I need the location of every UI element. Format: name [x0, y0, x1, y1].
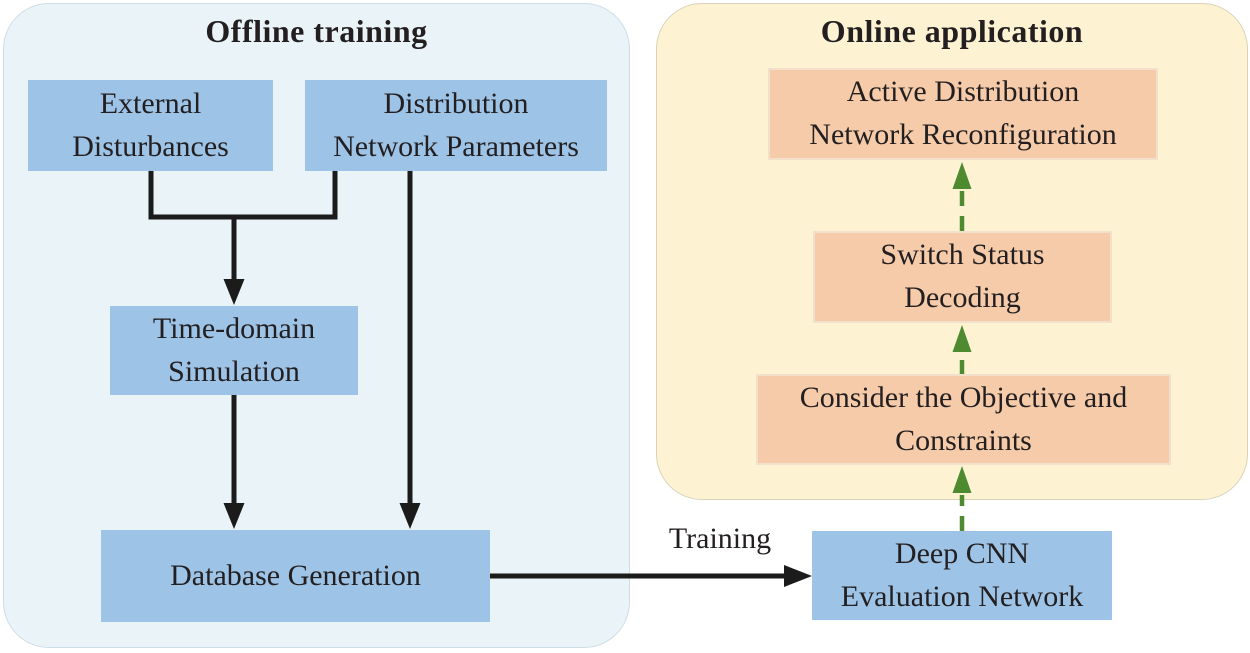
box-deep-cnn-evaluation-network: Deep CNN Evaluation Network	[812, 531, 1112, 620]
box-external-disturbances: External Disturbances	[28, 80, 273, 171]
box-distribution-network-parameters: Distribution Network Parameters	[305, 80, 607, 171]
box-active-distribution-network-reconfiguration: Active Distribution Network Reconfigurat…	[768, 68, 1158, 160]
box-time-domain-simulation: Time-domain Simulation	[110, 306, 358, 395]
box-consider-objective-and-constraints: Consider the Objective and Constraints	[756, 374, 1171, 465]
training-arrow-label: Training	[668, 522, 772, 555]
offline-panel-title: Offline training	[205, 13, 428, 49]
box-switch-status-decoding: Switch Status Decoding	[813, 231, 1112, 323]
box-database-generation: Database Generation	[101, 530, 490, 622]
online-panel-title: Online application	[820, 13, 1084, 49]
